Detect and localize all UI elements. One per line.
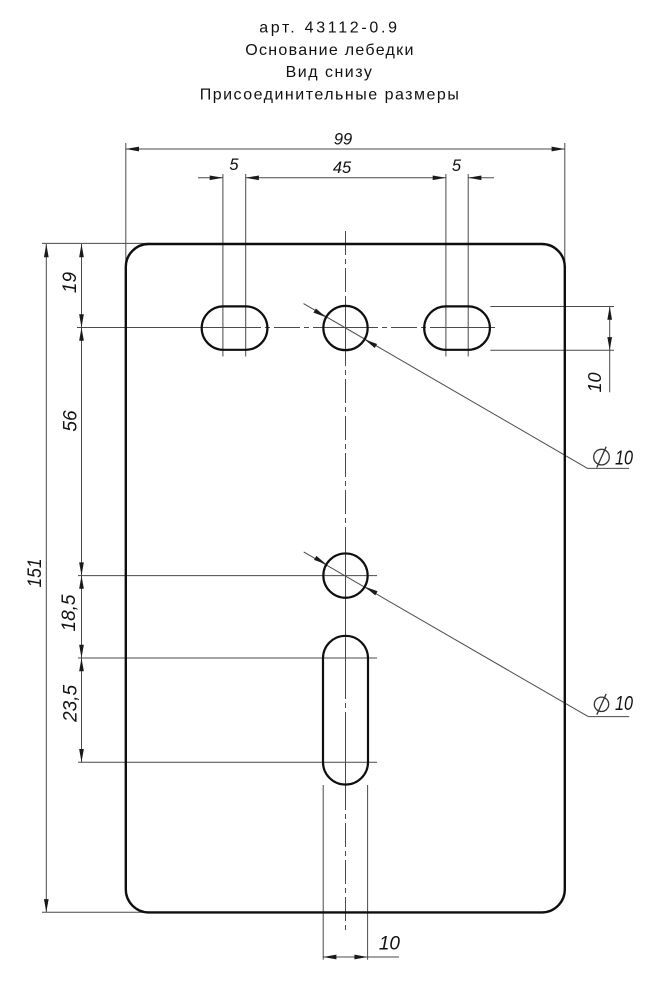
- svg-text:Присоединительные размеры: Присоединительные размеры: [200, 87, 461, 104]
- svg-text:23,5: 23,5: [60, 684, 81, 722]
- svg-text:45: 45: [333, 159, 352, 177]
- svg-text:99: 99: [334, 130, 352, 148]
- svg-text:5: 5: [452, 157, 462, 175]
- svg-text:10: 10: [379, 934, 401, 955]
- svg-text:Вид снизу: Вид снизу: [286, 64, 374, 81]
- svg-text:151: 151: [25, 559, 46, 588]
- svg-text:10: 10: [615, 448, 633, 470]
- svg-text:арт. 43112-0.9: арт. 43112-0.9: [259, 20, 400, 37]
- svg-text:5: 5: [229, 156, 239, 174]
- svg-text:19: 19: [60, 272, 81, 294]
- svg-text:18,5: 18,5: [59, 594, 80, 631]
- svg-text:10: 10: [615, 693, 633, 715]
- svg-text:56: 56: [60, 410, 81, 432]
- svg-text:Основание лебедки: Основание лебедки: [245, 42, 414, 59]
- svg-text:10: 10: [585, 372, 605, 392]
